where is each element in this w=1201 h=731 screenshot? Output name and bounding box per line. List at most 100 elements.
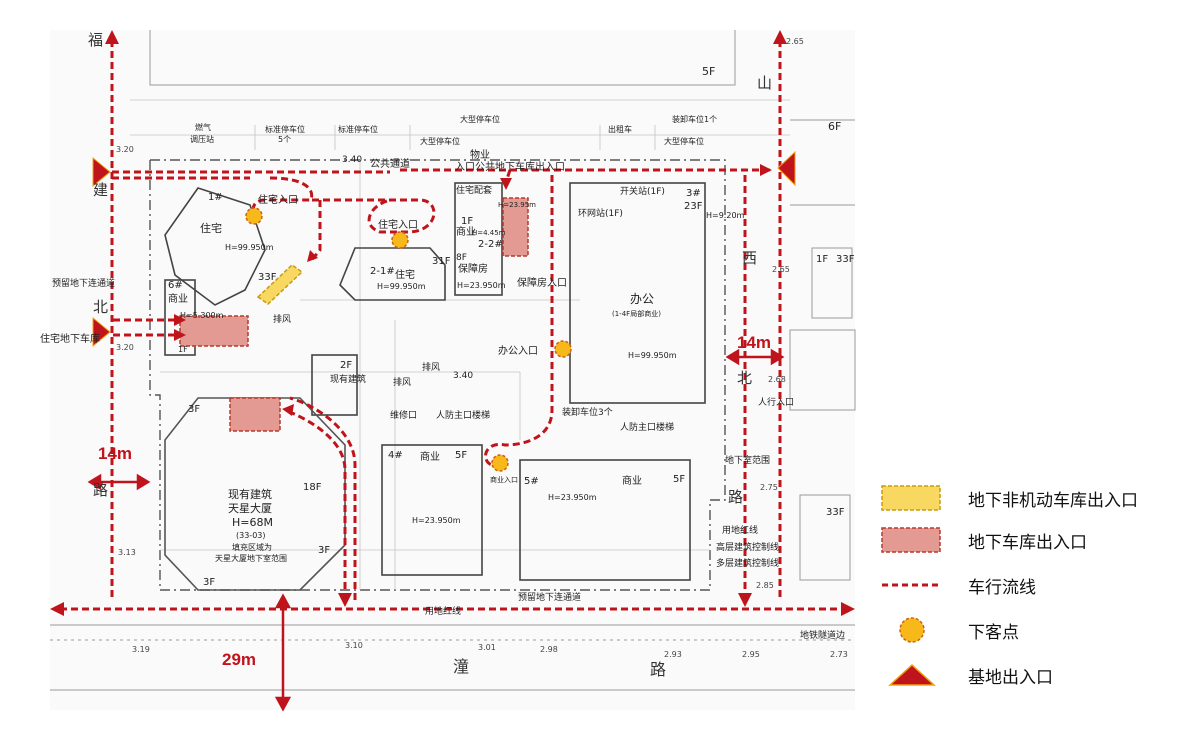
gas-2: 调压站 [190, 134, 214, 144]
road-left: 福建北路 [88, 31, 108, 499]
label-entry-text: 入口公共地下车库出入口 [455, 160, 565, 173]
tower-f18: 18F [303, 482, 322, 493]
route-arrows [50, 30, 855, 616]
b3-ring: 环网站(1F) [578, 207, 623, 219]
label-exhaust: 排风 [273, 313, 291, 325]
load-top: 装卸车位1个 [672, 114, 717, 124]
garage-entries [179, 197, 529, 432]
label-high-line: 高层建筑控制线 [716, 541, 779, 553]
building-5 [519, 459, 691, 581]
elev-319: 3.19 [132, 645, 150, 654]
bike-entry-swatch [881, 485, 941, 511]
existing-name: 现有建筑 [330, 373, 366, 385]
b3-num: 3# [686, 188, 701, 199]
dim-right: 14m [737, 333, 772, 352]
elev-327: 2.73 [830, 650, 848, 659]
label-shop-entry: 商业入口 [490, 475, 518, 484]
site-entrances [92, 150, 796, 348]
neighbour-buildings [50, 30, 856, 691]
tower-fill: 填充区域为 [232, 542, 272, 552]
label-33f-right: 33F [836, 254, 855, 265]
tower-name: 现有建筑 [228, 487, 272, 501]
legend-label: 基地出入口 [968, 668, 1053, 688]
b21-floors: 31F [432, 256, 451, 267]
b3-open: 开关站(1F) [620, 185, 665, 197]
park-big-3: 大型停车位 [664, 136, 704, 146]
label-reserve-link-bottom: 预留地下连通道 [518, 591, 581, 603]
b3-name: 办公 [630, 291, 654, 306]
site-boundary [149, 159, 726, 591]
b5-name: 商业 [622, 474, 642, 487]
cad-lines [130, 99, 790, 590]
label-security-entry: 保障房入口 [517, 276, 567, 289]
label-resident-entry-1: 住宅入口 [258, 193, 298, 206]
label-33f-right-low: 33F [826, 507, 845, 518]
b22-f: 1F [461, 216, 473, 227]
elev-275: 2.75 [760, 483, 778, 492]
b6-h: H=5.300m [180, 311, 224, 320]
b4-h: H=23.950m [412, 516, 461, 525]
b3-floors: 23F [684, 201, 703, 212]
gas: 燃气 [195, 122, 211, 132]
label-6f: 6F [828, 120, 841, 133]
label-public-passage: 公共通道 [370, 157, 410, 170]
b22-h: H=23.95m [498, 201, 536, 209]
building-3 [569, 182, 706, 404]
dim-left: 14m [98, 444, 133, 463]
label-metro: 地铁隧道边 [800, 629, 845, 641]
elev-298: 2.98 [540, 645, 558, 654]
elev-293: 2.93 [664, 650, 682, 659]
dropoff-points [245, 207, 572, 472]
building-4 [381, 444, 483, 576]
vehicle-routes [60, 40, 845, 611]
legend-item-dropoff: 下客点 [868, 610, 1188, 650]
label-exhaust-2: 排风 [393, 376, 411, 388]
b22-support: 住宅配套 [456, 184, 492, 196]
park-big: 大型停车位 [420, 136, 460, 146]
legend-item-route: 车行流线 [868, 565, 1188, 605]
road-bottom: 潼路 [453, 657, 666, 679]
label-parking: 装卸车位3个 [562, 406, 613, 418]
elev-310: 3.10 [345, 641, 363, 650]
b4-num: 4# [388, 450, 403, 461]
elev-301: 3.01 [478, 643, 496, 652]
legend-label: 车行流线 [968, 578, 1036, 598]
label-exhaust-3: 排风 [422, 361, 440, 373]
label-civil-def-2: 人防主口楼梯 [620, 421, 674, 433]
tower-sub: 天星大厦 [228, 501, 272, 515]
legend-item-bike-entry: 地下非机动车库出入口 [868, 478, 1188, 518]
label-resident-entry-2: 住宅入口 [378, 218, 418, 231]
b22-num: 2-2# [478, 239, 503, 250]
b4-floor: 5F [455, 450, 467, 461]
b21-name: 住宅 [395, 268, 415, 281]
tower-f3b: 3F [318, 545, 330, 556]
elev-268: 2.68 [768, 375, 786, 384]
tower-code: (33-03) [236, 531, 266, 540]
site-plan: 福建北路 山西北路 潼路 5F 6F 1F 33F 33F 公共通道 3.40 … [40, 30, 856, 712]
label-reserve-link: 预留地下连通道 [52, 277, 115, 289]
b3-detail: (1-4F局部商业) [612, 309, 661, 318]
tower-f3: 3F [188, 404, 200, 415]
building-2-2 [454, 182, 503, 296]
road-right: 山西北路 [728, 74, 772, 506]
elev-320b: 3.20 [116, 343, 134, 352]
park-std-2: 标准停车位 [338, 124, 378, 134]
b4-name: 商业 [420, 450, 440, 463]
legend-item-garage-entry: 地下车库出入口 [868, 520, 1188, 560]
tower-h: H=68M [232, 516, 273, 529]
legend-label: 地下非机动车库出入口 [968, 491, 1138, 511]
b1-floors: 33F [258, 272, 277, 283]
tower-tianxing [164, 397, 346, 591]
b6-f: 1F [178, 345, 188, 354]
label-land-line: 用地红线 [722, 524, 758, 536]
b21-num: 2-1# [370, 266, 395, 277]
b22-security: 保障房 [458, 262, 488, 275]
elev-295: 2.95 [742, 650, 760, 659]
tower-f3c: 3F [203, 577, 215, 588]
dim-bottom: 29m [222, 650, 257, 669]
label-maintenance: 维修口 [390, 409, 417, 421]
b3-h: H=9.20m [706, 211, 745, 220]
label-property: 物业 [470, 148, 490, 161]
legend-label: 下客点 [968, 623, 1019, 643]
label-elev-340b: 3.40 [453, 371, 473, 381]
